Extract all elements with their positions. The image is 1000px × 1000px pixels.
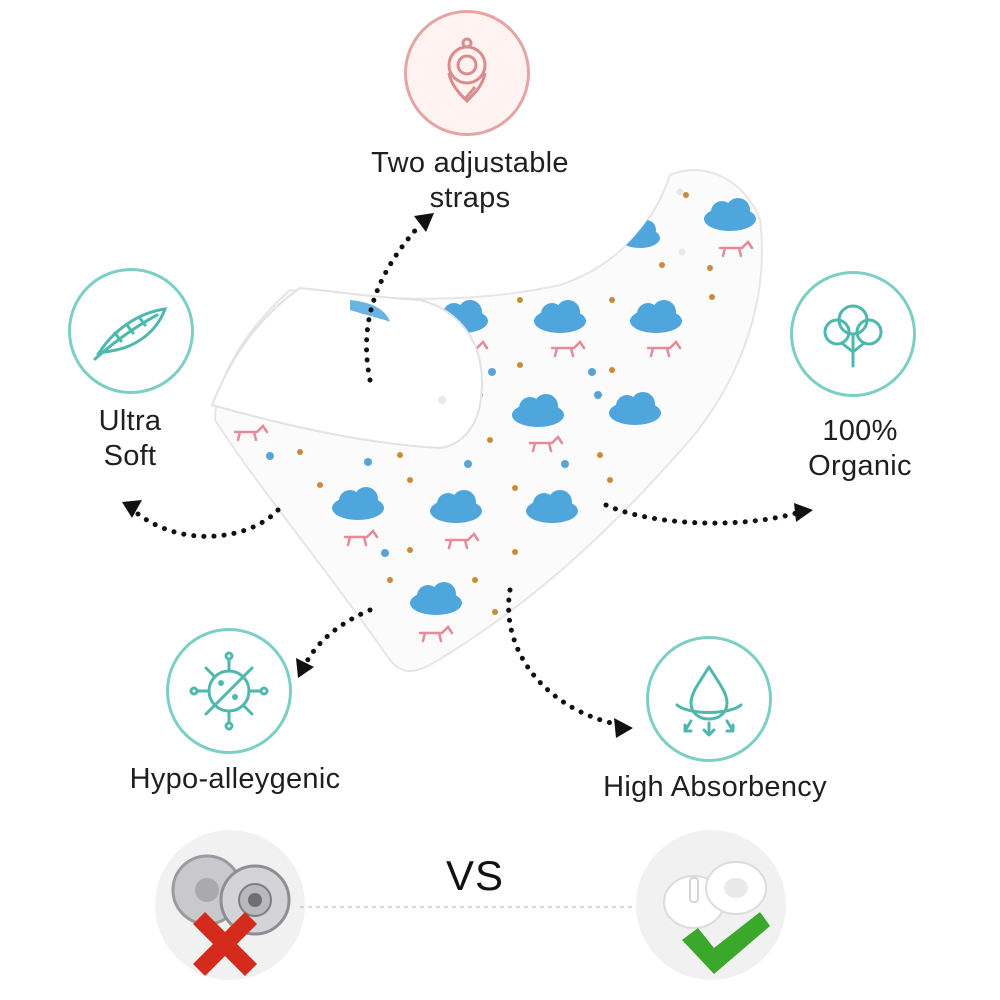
plastic-snap-button-icon <box>663 861 767 929</box>
straps-feature-circle <box>404 10 530 136</box>
metal-snap-circle <box>155 830 305 980</box>
arrow-hypo <box>302 607 373 668</box>
metal-snap-button-icon <box>171 854 291 936</box>
absorb-label: High Absorbency <box>603 771 827 803</box>
arrow-organic <box>603 502 803 526</box>
vs-label: VS <box>446 852 505 899</box>
absorb-feature-circle <box>646 636 772 762</box>
organic-feature-circle <box>790 271 916 397</box>
cloud <box>332 487 384 520</box>
fox <box>718 240 754 258</box>
bib-body <box>213 169 763 672</box>
plastic-snap-circle <box>636 830 786 980</box>
organic-label: 100% Organic <box>808 415 912 482</box>
cloud <box>430 490 482 523</box>
arrowhead-hypo <box>296 658 314 678</box>
arrow-soft <box>130 507 281 539</box>
water-drop-icon <box>675 665 743 737</box>
soft-label: Ultra Soft <box>98 405 162 472</box>
cloud <box>630 300 682 333</box>
feather-icon <box>93 307 168 361</box>
arrowhead-straps <box>414 213 434 232</box>
cloud <box>609 392 661 425</box>
cloud <box>526 490 578 523</box>
fox <box>550 340 586 358</box>
arrow-absorb <box>506 587 623 728</box>
cloud <box>410 582 462 615</box>
cloud <box>512 394 564 427</box>
strap-icon <box>447 37 487 104</box>
fox <box>528 435 564 453</box>
snap-dot <box>438 396 446 404</box>
hypo-label: Hypo-alleygenic <box>129 763 341 795</box>
arrowhead-absorb <box>614 718 633 738</box>
green-check-icon <box>682 912 770 974</box>
arrowhead-organic <box>794 503 813 522</box>
fox <box>343 529 379 547</box>
bib-strap <box>210 286 483 450</box>
comparison-divider <box>300 906 660 908</box>
soft-feature-circle <box>68 268 194 394</box>
straps-label: Two adjustable straps <box>371 147 569 214</box>
fox <box>444 532 480 550</box>
arrow-straps <box>364 222 423 383</box>
fox <box>418 625 454 643</box>
red-cross-icon <box>193 912 257 976</box>
fox <box>233 424 269 442</box>
cloud <box>534 300 586 333</box>
fox <box>646 340 682 358</box>
snap-dot <box>678 248 686 256</box>
snap-dot <box>676 188 684 196</box>
cotton-icon <box>823 304 883 368</box>
hypo-feature-circle <box>166 628 292 754</box>
cloud <box>620 220 660 248</box>
bib-pattern <box>233 192 756 643</box>
arrowhead-soft <box>122 500 142 518</box>
cloud <box>704 198 756 231</box>
virus-icon <box>189 651 269 731</box>
